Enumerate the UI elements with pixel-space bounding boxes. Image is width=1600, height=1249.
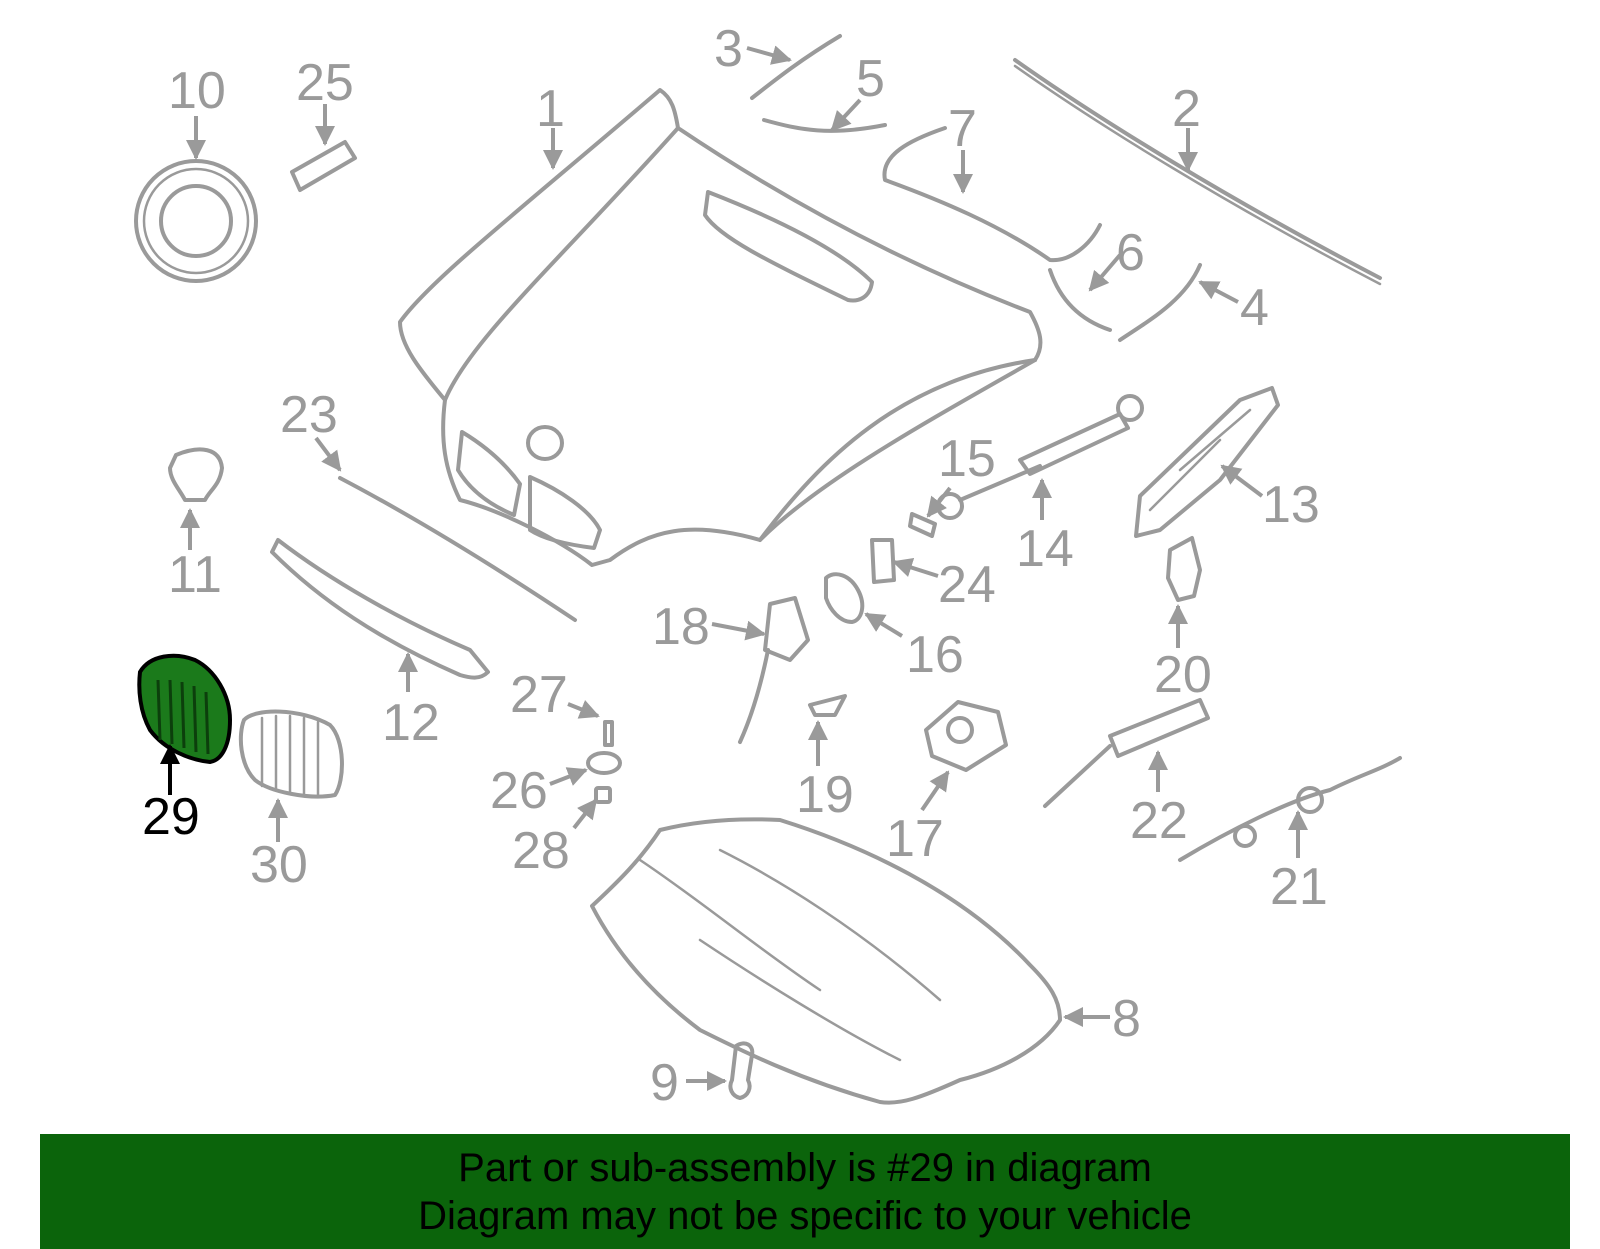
part-2-seal[interactable] (1013, 58, 1382, 286)
callout-22[interactable]: 22 (1130, 792, 1188, 850)
part-4-seal[interactable] (1118, 263, 1202, 342)
part-21-release-cable[interactable] (1178, 756, 1402, 862)
callout-labels: 1 2 3 4 5 6 7 8 9 10 11 12 13 14 15 16 1… (142, 20, 1328, 1112)
callout-19[interactable]: 19 (796, 766, 854, 824)
part-20-bracket[interactable] (1166, 536, 1202, 602)
part-11-grommet[interactable] (168, 447, 224, 502)
callout-4[interactable]: 4 (1240, 279, 1269, 337)
callout-25[interactable]: 25 (296, 54, 354, 112)
part-29-kidney-grille-highlighted[interactable] (137, 653, 233, 765)
callout-15[interactable]: 15 (938, 430, 996, 488)
callout-20[interactable]: 20 (1154, 646, 1212, 704)
part-15-bolt[interactable] (908, 512, 937, 538)
part-19-clip[interactable] (808, 694, 847, 717)
part-22-cable-bracket[interactable] (1043, 698, 1210, 808)
callout-23[interactable]: 23 (280, 386, 338, 444)
part-25-clip[interactable] (290, 140, 357, 192)
callout-28[interactable]: 28 (512, 822, 570, 880)
callout-3[interactable]: 3 (714, 20, 743, 78)
banner-disclaimer: Diagram may not be specific to your vehi… (418, 1194, 1192, 1238)
part-3-seal[interactable] (750, 34, 842, 100)
part-10-emblem[interactable] (134, 159, 258, 283)
callout-14[interactable]: 14 (1016, 520, 1074, 578)
part-1-hood[interactable] (398, 88, 1043, 567)
part-17-hood-latch[interactable] (924, 700, 1008, 772)
callout-24[interactable]: 24 (938, 556, 996, 614)
callout-12[interactable]: 12 (382, 694, 440, 752)
part-30-kidney-grille[interactable] (238, 709, 344, 799)
part-24-buffer[interactable] (870, 538, 896, 584)
callout-29-highlighted[interactable]: 29 (142, 788, 200, 846)
callout-30[interactable]: 30 (250, 836, 308, 894)
callout-7[interactable]: 7 (948, 100, 977, 158)
part-12-grille-strip[interactable] (270, 538, 490, 680)
part-23-rod[interactable] (338, 476, 577, 622)
callout-6[interactable]: 6 (1116, 224, 1145, 282)
part-18-latch-bracket[interactable] (738, 596, 810, 744)
part-16-pad[interactable] (824, 572, 865, 624)
callout-27[interactable]: 27 (510, 666, 568, 724)
banner-part-info: Part or sub-assembly is #29 in diagram (458, 1146, 1152, 1190)
callout-16[interactable]: 16 (906, 626, 964, 684)
callout-2[interactable]: 2 (1172, 80, 1201, 138)
part-27-screw[interactable] (603, 720, 614, 747)
part-28-nut[interactable] (594, 786, 612, 804)
callout-5[interactable]: 5 (856, 50, 885, 108)
callout-8[interactable]: 8 (1112, 990, 1141, 1048)
part-26-cap[interactable] (586, 751, 622, 775)
part-5-seal[interactable] (762, 118, 887, 133)
callout-17[interactable]: 17 (886, 810, 944, 868)
callout-21[interactable]: 21 (1270, 858, 1328, 916)
info-banner: Part or sub-assembly is #29 in diagram D… (40, 1134, 1570, 1249)
callout-10[interactable]: 10 (168, 62, 226, 120)
part-13-hinge[interactable] (1134, 386, 1280, 538)
part-6-seal[interactable] (1048, 268, 1112, 332)
part-9-fastener[interactable] (728, 1041, 755, 1100)
leader-lines (160, 45, 1308, 1091)
callout-26[interactable]: 26 (490, 762, 548, 820)
callout-18[interactable]: 18 (652, 598, 710, 656)
callout-9[interactable]: 9 (650, 1054, 679, 1112)
callout-11[interactable]: 11 (168, 546, 222, 604)
part-8-engine-undershield[interactable] (590, 817, 1062, 1105)
part-7-seal[interactable] (882, 126, 1102, 263)
callout-13[interactable]: 13 (1262, 476, 1320, 534)
callout-1[interactable]: 1 (536, 80, 565, 138)
